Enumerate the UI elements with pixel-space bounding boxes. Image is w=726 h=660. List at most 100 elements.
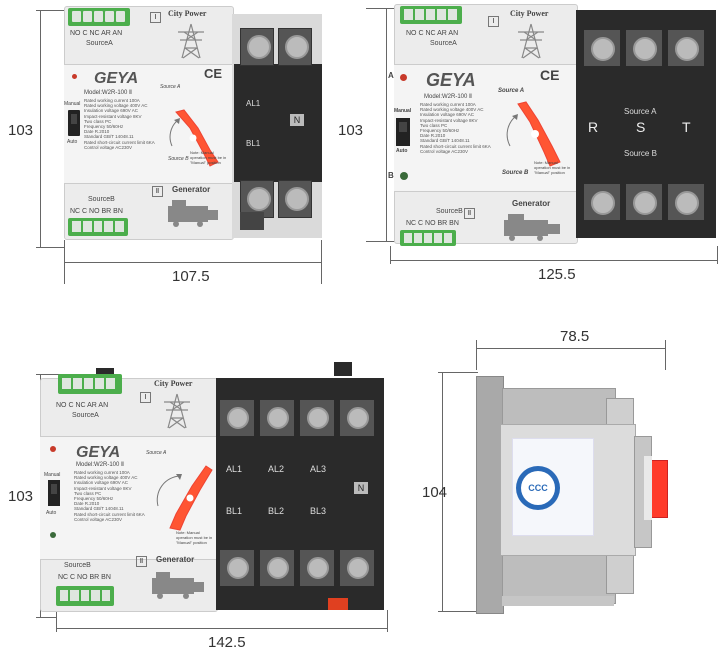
top-terminal (220, 400, 254, 436)
brand-logo: GEYA (94, 70, 139, 87)
mounting-clip (96, 368, 114, 378)
top-terminal (240, 28, 274, 66)
breaker-body (234, 64, 322, 182)
brand-logo: GEYA (426, 70, 476, 90)
roman-2-label: Ⅱ (152, 186, 163, 197)
terminal-bottom-labels: NC C NO BR BN (58, 574, 111, 581)
height-dimension-label: 103 (8, 488, 34, 505)
mode-selector[interactable] (48, 480, 60, 506)
spec-line: Date R.2010 (84, 129, 110, 135)
spec-line: Two class PC (420, 122, 448, 128)
spec-line: Frequency 50/60Hz (84, 124, 124, 130)
spec-line: Control voltage AC230V (84, 144, 133, 150)
roman-1-label: Ⅰ (140, 392, 151, 403)
side-view: 78.5 104 CCC (400, 320, 726, 660)
spec-line: Standard GB/T 14048.11 (84, 134, 134, 140)
bottom-terminal (300, 550, 334, 586)
spec-line: Rated working current 100A (420, 102, 476, 107)
spec-line: Frequency 50/60Hz (74, 496, 114, 502)
control-terminal-bottom (56, 586, 114, 606)
spec-line: Rated working voltage 400V AC (74, 475, 138, 481)
terminal-bottom-labels: NC C NO BR BN (70, 208, 123, 215)
top-terminal (668, 30, 704, 66)
phase-label: AL1 (226, 464, 243, 474)
phase-label: AL1 (246, 99, 261, 108)
switch-3p-view: 103 125.5 NO C NC AR AN SourceA Ⅰ City P… (338, 0, 726, 290)
phase-label: AL3 (310, 464, 327, 474)
bottom-terminal (220, 550, 254, 586)
spec-line: Standard GB/T 14048.11 (74, 506, 124, 512)
operating-handle[interactable] (160, 106, 226, 172)
phase-label: R (588, 119, 599, 135)
model-label: Model:W2R-100 Ⅱ (76, 462, 124, 468)
led-b (50, 532, 56, 538)
power-tower-icon (164, 393, 190, 429)
spec-line: Insulation voltage 690V AC (84, 108, 139, 114)
front-panel (394, 64, 576, 192)
generator-label: Generator (172, 185, 211, 194)
width-dimension-label: 107.5 (172, 268, 210, 285)
spec-line: Rated short-circuit current limit 6KA (84, 139, 155, 145)
power-tower-icon (178, 23, 204, 59)
roman-1-label: Ⅰ (488, 16, 499, 27)
top-terminal (584, 30, 620, 66)
operating-handle[interactable] (496, 100, 570, 174)
width-dimension-label: 142.5 (208, 634, 246, 651)
spec-line: Date R.2010 (420, 133, 446, 139)
spec-line: Rated working current 100A (84, 98, 140, 103)
note-label: Note: Manual operation must be in "Manua… (190, 150, 227, 165)
auto-label: Auto (46, 510, 57, 516)
neutral-label: N (354, 482, 368, 494)
manual-label: Manual (64, 101, 81, 107)
handle-tip (644, 456, 652, 520)
phase-label: BL2 (268, 506, 285, 516)
handle-side[interactable] (650, 460, 668, 518)
source-a-label: SourceA (86, 40, 113, 47)
source-a-tag: Source A (160, 84, 181, 90)
led-a (50, 446, 56, 452)
top-terminal (340, 400, 374, 436)
city-power-panel: Ⅰ City Power (488, 8, 574, 62)
mode-selector[interactable] (396, 118, 410, 146)
roman-2-label: Ⅱ (136, 556, 147, 567)
ce-mark: CE (540, 67, 560, 83)
power-tower-icon (518, 23, 544, 59)
roman-1-label: Ⅰ (150, 12, 161, 23)
generator-icon (168, 200, 218, 227)
terminal-top-labels: NO C NC AR AN (406, 30, 459, 37)
source-a-tag: Source A (146, 450, 167, 456)
generator-icon (504, 214, 560, 241)
switch-2p-view: 103 107.5 NO C NC AR AN SourceA Ⅰ City P… (0, 0, 340, 290)
city-power-panel: Ⅰ City Power (150, 10, 230, 62)
control-terminal-top (58, 374, 122, 394)
spec-line: Rated working voltage 400V AC (84, 103, 148, 109)
bottom-terminal (240, 180, 274, 218)
city-power-label: City Power (154, 379, 193, 388)
source-b-tag: Source B (624, 149, 657, 158)
din-rail-clip (328, 598, 348, 610)
source-b-tag: Source B (168, 156, 189, 162)
auto-label: Auto (67, 139, 78, 145)
note-label: Note: Manual operation must be in "Manua… (176, 530, 213, 545)
source-a-tag: Source A (498, 88, 525, 94)
operating-handle[interactable] (150, 462, 216, 534)
note-label: Note: Manual operation must be in "Manua… (534, 160, 571, 175)
spec-block: Rated working current 100A Rated working… (84, 98, 156, 150)
spec-line: Control voltage AC230V (74, 516, 123, 522)
mode-selector[interactable] (68, 110, 80, 136)
terminal-top-labels: NO C NC AR AN (56, 402, 109, 409)
neutral-label: N (290, 114, 304, 126)
spec-line: Two class PC (74, 490, 102, 496)
brand-logo: GEYA (76, 444, 121, 461)
terminal-bottom-labels: NC C NO BR BN (406, 220, 459, 227)
source-a-tag: Source A (624, 107, 657, 116)
mounting-clip (334, 362, 352, 376)
bottom-terminal (260, 550, 294, 586)
bottom-terminal (240, 212, 264, 230)
width-dimension-label: 125.5 (538, 266, 576, 283)
control-terminal-bottom (400, 230, 456, 246)
phase-label: BL3 (310, 506, 327, 516)
source-b-tag: Source B (502, 170, 529, 176)
model-label: Model:W2R-100 Ⅱ (424, 94, 472, 100)
spec-line: Insulation voltage 690V AC (420, 112, 475, 118)
